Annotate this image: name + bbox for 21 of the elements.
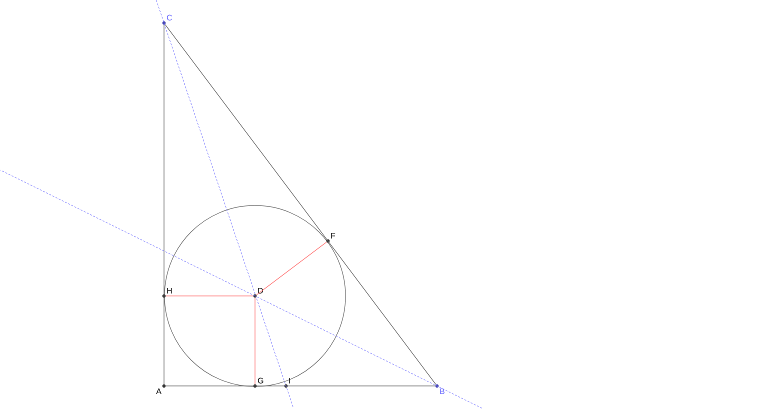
point: G xyxy=(253,378,264,388)
line-segment xyxy=(256,296,482,408)
point: F xyxy=(326,232,336,243)
node-label: H xyxy=(167,288,172,294)
node-label: I xyxy=(289,378,290,384)
node-label: F xyxy=(331,232,336,238)
node-label: D xyxy=(258,288,263,294)
point: A xyxy=(156,384,166,394)
line-segment xyxy=(164,24,436,385)
point: B xyxy=(435,384,444,394)
point: H xyxy=(162,288,172,298)
line-segment xyxy=(156,0,294,408)
node-label: C xyxy=(166,14,172,20)
point: D xyxy=(253,288,263,298)
node-label: G xyxy=(258,378,264,384)
node-label: B xyxy=(440,388,444,394)
line-segment xyxy=(256,242,327,296)
point: I xyxy=(284,378,290,388)
point: C xyxy=(162,14,172,25)
node-label: A xyxy=(156,388,162,394)
line-segment xyxy=(254,298,256,384)
